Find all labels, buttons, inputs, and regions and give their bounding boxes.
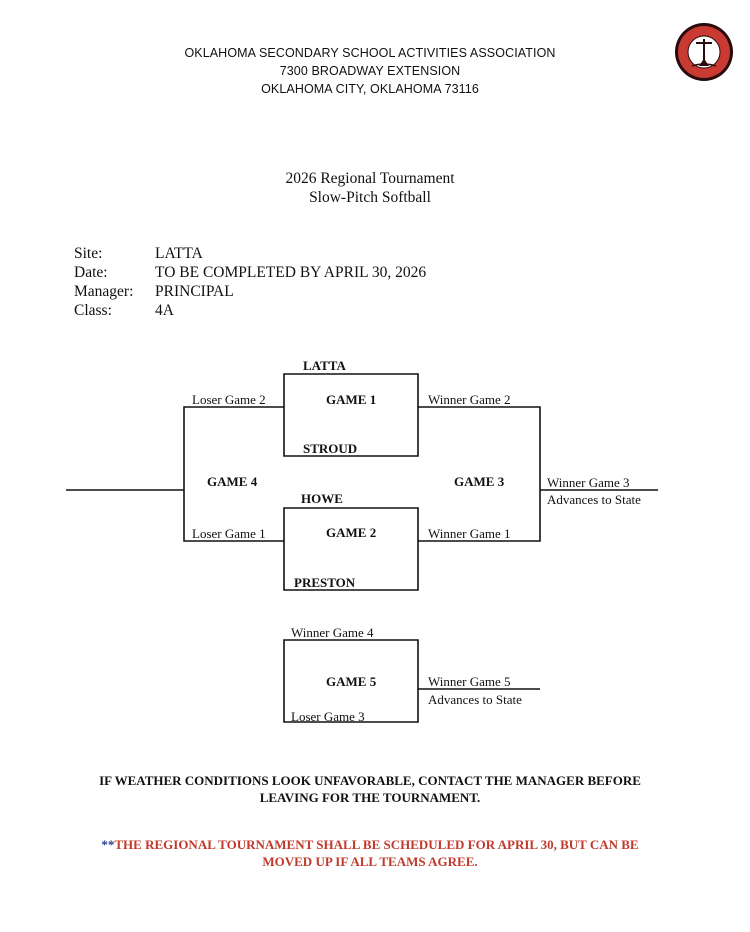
schedule-notice-line2: MOVED UP IF ALL TEAMS AGREE. <box>262 854 478 869</box>
schedule-notice-line1: THE REGIONAL TOURNAMENT SHALL BE SCHEDUL… <box>114 837 639 852</box>
winner-game3-advances: Advances to State <box>547 492 641 507</box>
weather-notice-line2: LEAVING FOR THE TOURNAMENT. <box>259 790 481 805</box>
game1-bottom-team: STROUD <box>303 441 358 456</box>
weather-notice-line1: IF WEATHER CONDITIONS LOOK UNFAVORABLE, … <box>99 773 641 788</box>
game1-label: GAME 1 <box>326 392 377 407</box>
schedule-notice-line1-wrap: **THE REGIONAL TOURNAMENT SHALL BE SCHED… <box>0 836 740 853</box>
winner-game5-label: Winner Game 5 <box>428 674 511 689</box>
weather-notice: IF WEATHER CONDITIONS LOOK UNFAVORABLE, … <box>0 772 740 806</box>
class-value: 4A <box>155 302 174 319</box>
schedule-notice-asterisks: ** <box>101 837 115 852</box>
game2-bottom-team: PRESTON <box>294 575 356 590</box>
tournament-title: 2026 Regional Tournament <box>285 170 455 187</box>
org-address: 7300 BROADWAY EXTENSION <box>279 64 461 78</box>
winner-game5-advances: Advances to State <box>428 692 522 707</box>
game4-label: GAME 4 <box>207 474 258 489</box>
ossaa-seal-icon <box>675 23 733 81</box>
game2-top-team: HOWE <box>301 491 343 506</box>
game5-label: GAME 5 <box>326 674 377 689</box>
tournament-subtitle: Slow-Pitch Softball <box>309 189 431 206</box>
manager-label: Manager: <box>74 283 134 300</box>
loser-game2-label: Loser Game 2 <box>192 392 266 407</box>
game1-top-team: LATTA <box>303 358 346 373</box>
winner-game1-label: Winner Game 1 <box>428 526 511 541</box>
game5-bottom-team: Loser Game 3 <box>291 709 365 724</box>
game3-label: GAME 3 <box>454 474 505 489</box>
org-name: OKLAHOMA SECONDARY SCHOOL ACTIVITIES ASS… <box>184 46 556 60</box>
date-label: Date: <box>74 264 108 281</box>
site-value: LATTA <box>155 245 203 262</box>
loser-game1-label: Loser Game 1 <box>192 526 266 541</box>
class-label: Class: <box>74 302 112 319</box>
winner-game2-label: Winner Game 2 <box>428 392 511 407</box>
site-label: Site: <box>74 245 103 262</box>
manager-value: PRINCIPAL <box>155 283 234 300</box>
date-value: TO BE COMPLETED BY APRIL 30, 2026 <box>155 264 427 281</box>
schedule-notice: **THE REGIONAL TOURNAMENT SHALL BE SCHED… <box>0 836 740 870</box>
org-city: OKLAHOMA CITY, OKLAHOMA 73116 <box>261 82 479 96</box>
game2-label: GAME 2 <box>326 525 377 540</box>
winner-game3-label: Winner Game 3 <box>547 475 630 490</box>
game5-top-team: Winner Game 4 <box>291 625 374 640</box>
